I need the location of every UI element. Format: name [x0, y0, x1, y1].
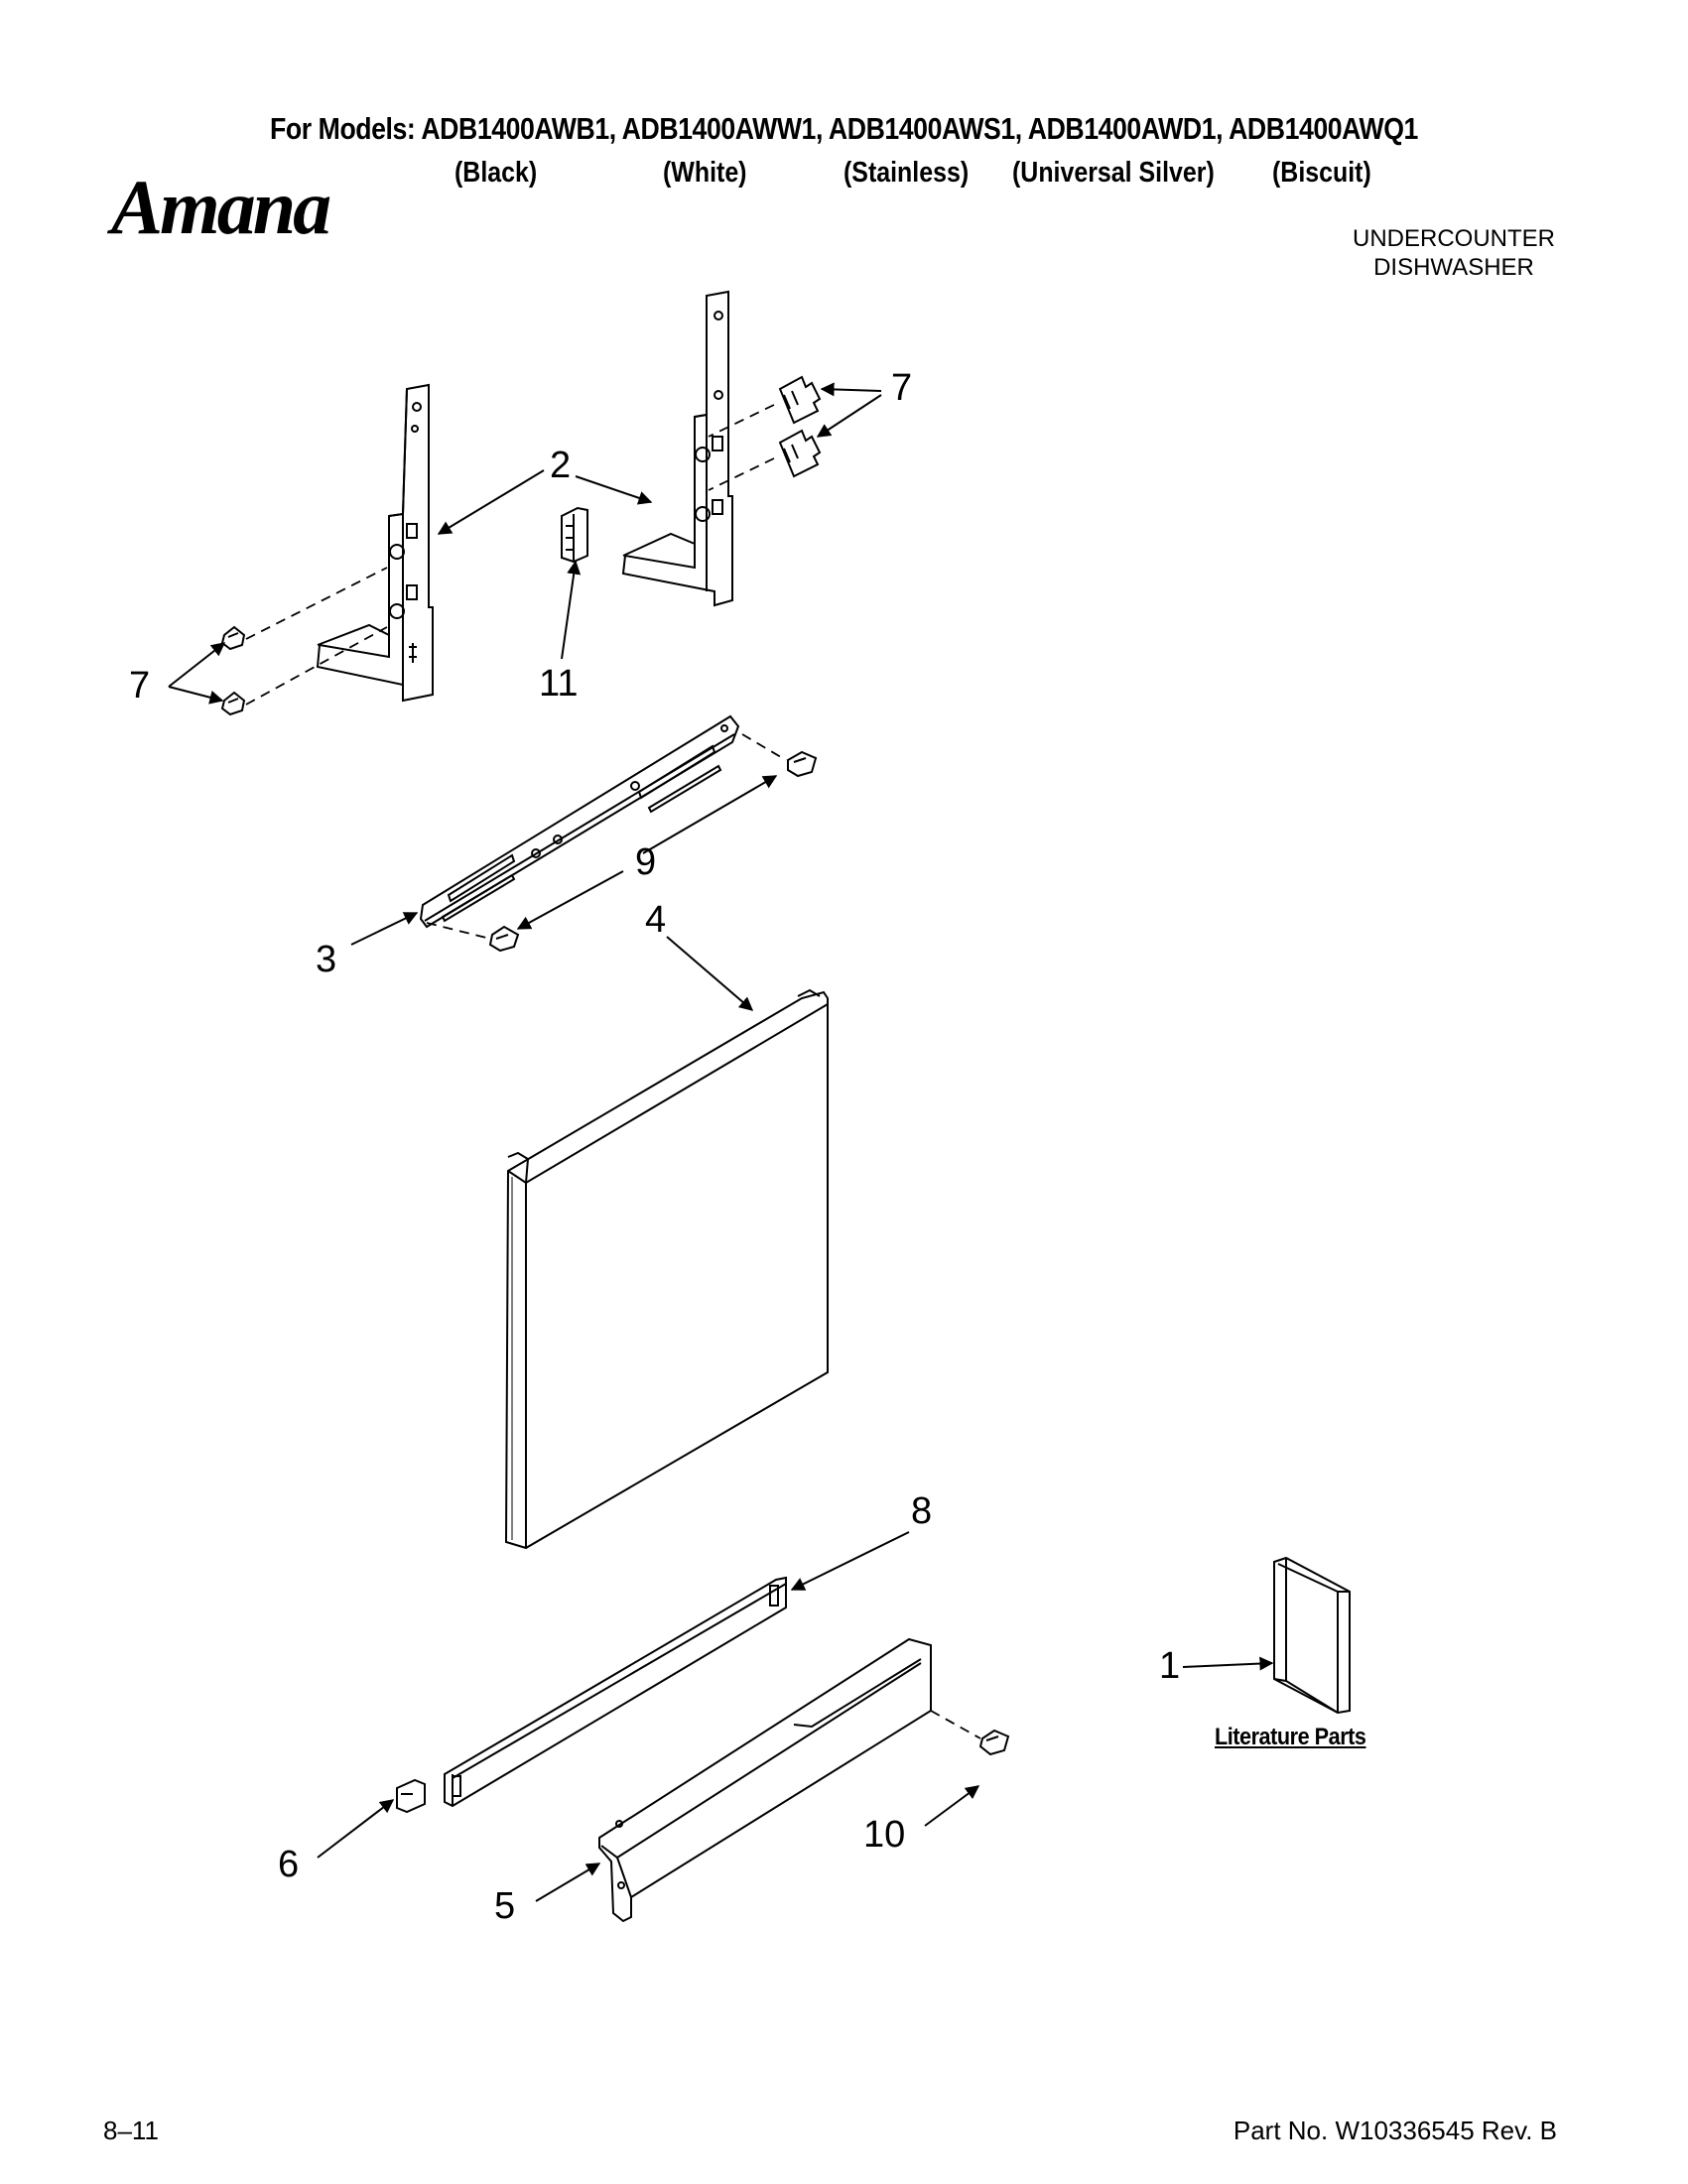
variant-black: (Black) — [454, 157, 538, 189]
literature-parts-label: Literature Parts — [1215, 1724, 1366, 1750]
callout-7-right: 7 — [891, 367, 913, 409]
right-door-hinge-bracket — [621, 290, 733, 607]
left-door-hinge-bracket — [316, 383, 434, 703]
literature-booklet — [1273, 1556, 1351, 1715]
callout-2: 2 — [550, 445, 572, 486]
hinge-screws-lower-left — [220, 625, 246, 716]
access-panel-screw — [978, 1729, 1010, 1756]
product-type: UNDERCOUNTER DISHWASHER — [1320, 224, 1588, 282]
bracket-screws — [488, 750, 818, 953]
callout-7-left: 7 — [129, 665, 151, 707]
hinge-screws-upper-right — [778, 375, 822, 478]
variant-white: (White) — [663, 157, 747, 189]
callout-9: 9 — [635, 841, 657, 883]
callout-10: 10 — [863, 1814, 906, 1856]
variant-biscuit: (Biscuit) — [1272, 157, 1371, 189]
panel-trim-strip — [444, 1576, 787, 1808]
callout-3: 3 — [316, 939, 337, 980]
page-number: 8–11 — [103, 2116, 159, 2145]
variant-stainless: (Stainless) — [844, 157, 970, 189]
product-type-line-1: UNDERCOUNTER — [1353, 225, 1555, 252]
callout-6: 6 — [278, 1844, 300, 1885]
spacer — [396, 1778, 426, 1814]
callout-5: 5 — [494, 1885, 516, 1927]
product-type-line-2: DISHWASHER — [1373, 254, 1534, 281]
lower-access-panel — [598, 1637, 932, 1923]
callout-8: 8 — [911, 1490, 933, 1532]
callout-4: 4 — [645, 899, 667, 941]
models-line: For Models: ADB1400AWB1, ADB1400AWW1, AD… — [270, 111, 1418, 146]
outer-door-panel — [504, 988, 829, 1550]
leader-arrows — [168, 382, 1274, 1902]
hinge-clip — [561, 506, 588, 564]
door-mounting-bracket — [419, 714, 740, 929]
alignment-lines — [245, 404, 981, 1739]
brand-logo: Amana — [111, 164, 331, 250]
callout-1: 1 — [1159, 1645, 1181, 1687]
variant-universal-silver: (Universal Silver) — [1012, 157, 1215, 189]
part-number: Part No. W10336545 Rev. B — [1233, 2116, 1557, 2145]
callout-11: 11 — [539, 663, 579, 705]
